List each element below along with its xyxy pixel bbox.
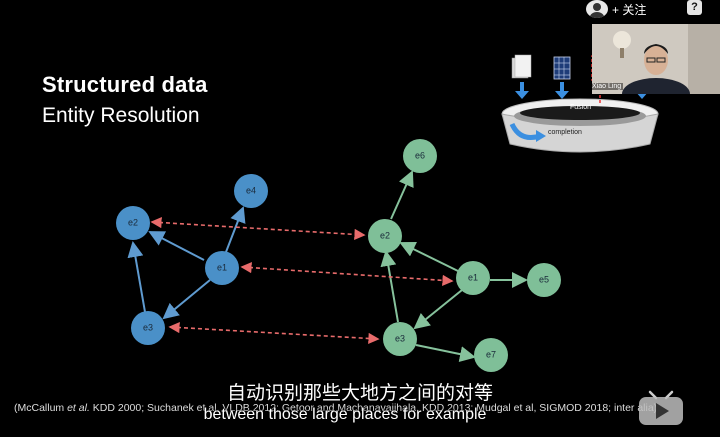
- edge-e1-e2-left: [148, 231, 205, 261]
- arrow-down-icon: [515, 82, 529, 99]
- node-left-e3: e3: [131, 311, 165, 345]
- svg-text:e4: e4: [246, 185, 256, 195]
- node-left-e4: e4: [234, 174, 268, 208]
- match-e2: [150, 216, 366, 241]
- edge-e1-e3-right: [413, 289, 463, 330]
- node-left-e2: e2: [116, 206, 150, 240]
- uploader-avatar[interactable]: [586, 0, 608, 18]
- svg-text:e1: e1: [217, 262, 227, 272]
- subtitle-english: between those large places for example: [203, 406, 487, 423]
- edge-e3-e2-right: [380, 250, 399, 323]
- follow-button[interactable]: + 关注: [612, 3, 647, 17]
- slide-title: Structured data: [42, 72, 208, 97]
- node-right-e6: e6: [403, 139, 437, 173]
- svg-text:e2: e2: [128, 217, 138, 227]
- svg-text:e2: e2: [380, 230, 390, 240]
- svg-text:e6: e6: [415, 150, 425, 160]
- match-e1: [240, 262, 454, 286]
- edge-e1-e4-left: [225, 206, 246, 253]
- help-icon[interactable]: ?: [687, 0, 702, 15]
- subtitle-chinese: 自动识别那些大地方之间的对等: [226, 382, 493, 404]
- citation: (McCallum et al. KDD 2000; Suchanek et a…: [14, 402, 657, 414]
- citation-text: KDD 2000; Suchanek et al. VLDB 2012; Get…: [89, 402, 658, 414]
- fusion-completion-diagram: Fusion completion: [501, 54, 659, 153]
- edge-e2-e6-right: [390, 170, 414, 220]
- svg-text:e1: e1: [468, 272, 478, 282]
- fusion-label: Fusion: [570, 104, 591, 111]
- slide-subtitle: Entity Resolution: [42, 104, 200, 127]
- node-right-e2: e2: [368, 219, 402, 253]
- svg-text:e3: e3: [395, 333, 405, 343]
- node-right-e7: e7: [474, 338, 508, 372]
- edge-e1-e2-right: [399, 241, 459, 272]
- presenter-image: [592, 24, 720, 94]
- match-e3: [168, 321, 380, 345]
- edge-e3-e2-left: [127, 241, 146, 313]
- completion-label: completion: [548, 129, 582, 136]
- svg-text:e5: e5: [539, 274, 549, 284]
- node-right-e5: e5: [527, 263, 561, 297]
- arrow-down-icon: [555, 82, 569, 99]
- node-right-e1: e1: [456, 261, 490, 295]
- documents-icon: [511, 54, 532, 79]
- webcam-video: [592, 24, 720, 94]
- node-right-e3: e3: [383, 322, 417, 356]
- node-left-e1: e1: [205, 251, 239, 285]
- play-logo-icon[interactable]: [636, 386, 686, 428]
- svg-text:e3: e3: [143, 322, 153, 332]
- svg-text:e7: e7: [486, 349, 496, 359]
- edge-e3-e7-right: [415, 344, 476, 362]
- citation-text: (McCallum: [14, 402, 68, 414]
- table-icon: [553, 56, 571, 80]
- citation-text-italic: et al.: [67, 402, 90, 414]
- presenter-name: Xiao Ling: [590, 83, 624, 90]
- edge-e1-e3-left: [162, 279, 211, 320]
